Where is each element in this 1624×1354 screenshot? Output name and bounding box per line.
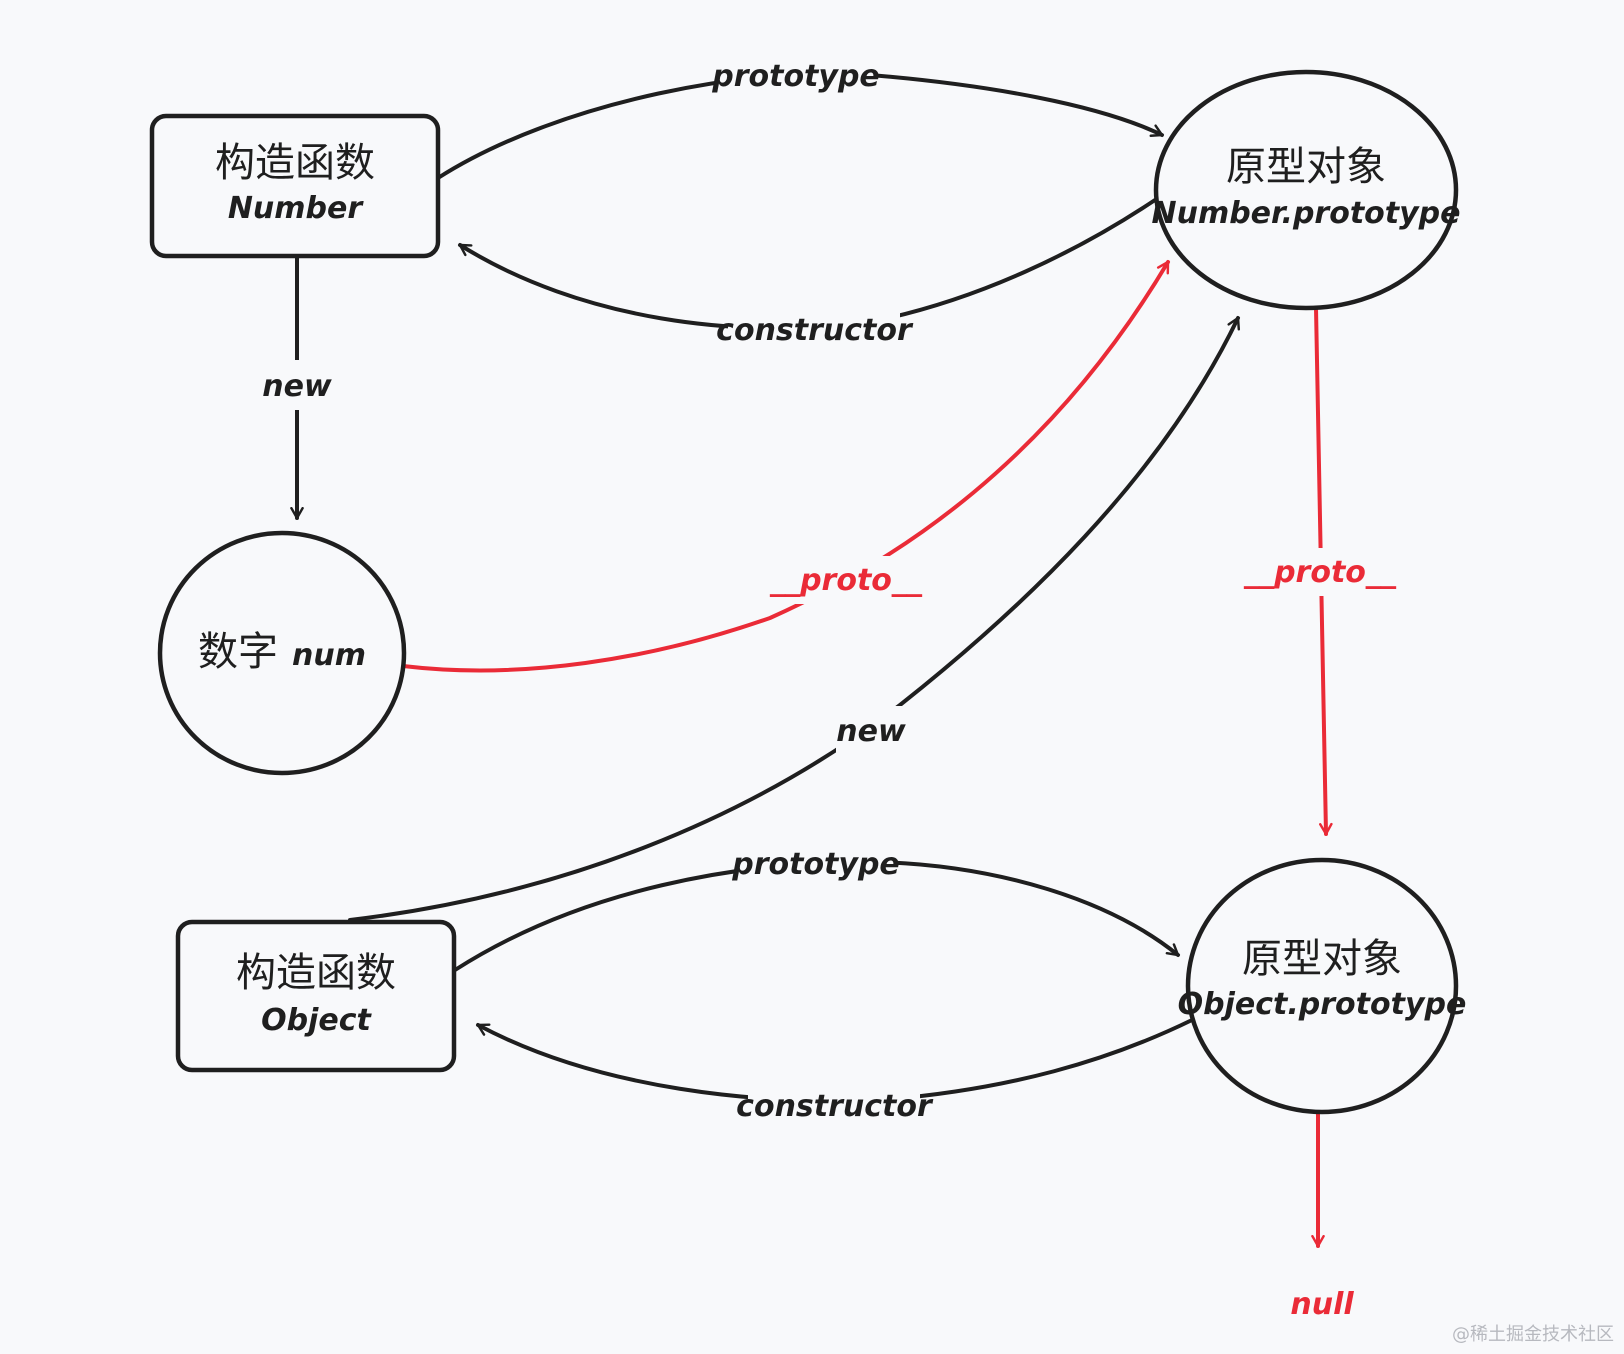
label-new-num: new — [262, 360, 332, 410]
label-object-constructor-text: constructor — [736, 1089, 934, 1124]
label-object-prototype-text: prototype — [731, 847, 900, 882]
node-number-constructor: 构造函数 Number — [149, 113, 441, 259]
label-number-prototype-text: prototype — [711, 59, 880, 94]
node-num: 数字 num — [157, 530, 407, 776]
node-object-constructor-line2: Object — [261, 1003, 372, 1038]
label-new-num-text: new — [262, 369, 332, 404]
label-number-constructor: constructor — [716, 306, 914, 350]
label-object-new: new — [836, 706, 906, 754]
node-num-line2: num — [292, 638, 366, 673]
node-number-prototype-line1: 原型对象 — [1226, 144, 1386, 190]
edge-num-proto — [401, 260, 1170, 673]
node-number-prototype-line2: Number.prototype — [1151, 196, 1460, 231]
edge-object-new — [348, 316, 1241, 922]
watermark: @稀土掘金技术社区 — [1452, 1324, 1614, 1345]
node-num-line1: 数字 — [198, 629, 278, 675]
node-object-prototype: 原型对象 Object.prototype — [1178, 857, 1467, 1115]
node-number-prototype: 原型对象 Number.prototype — [1151, 69, 1461, 311]
label-number-proto-proto-text: __proto__ — [1243, 555, 1397, 590]
label-null: null — [1290, 1287, 1354, 1322]
label-num-proto: __proto__ — [755, 556, 935, 604]
label-number-proto-proto: __proto__ — [1228, 548, 1408, 596]
label-number-prototype: prototype — [711, 52, 880, 96]
node-number-constructor-line1: 构造函数 — [215, 140, 375, 186]
node-object-constructor-line1: 构造函数 — [236, 950, 396, 996]
label-object-constructor: constructor — [736, 1082, 934, 1126]
label-object-new-text: new — [836, 714, 906, 749]
label-object-prototype: prototype — [731, 840, 900, 884]
node-object-prototype-line2: Object.prototype — [1178, 987, 1467, 1022]
label-number-constructor-text: constructor — [716, 313, 914, 348]
label-null-text: null — [1290, 1287, 1354, 1322]
node-number-constructor-line2: Number — [228, 191, 365, 226]
label-num-proto-text: __proto__ — [769, 563, 923, 598]
node-num-text: 数字 num — [198, 629, 366, 675]
node-object-constructor: 构造函数 Object — [175, 919, 457, 1073]
node-object-prototype-line1: 原型对象 — [1242, 936, 1402, 982]
